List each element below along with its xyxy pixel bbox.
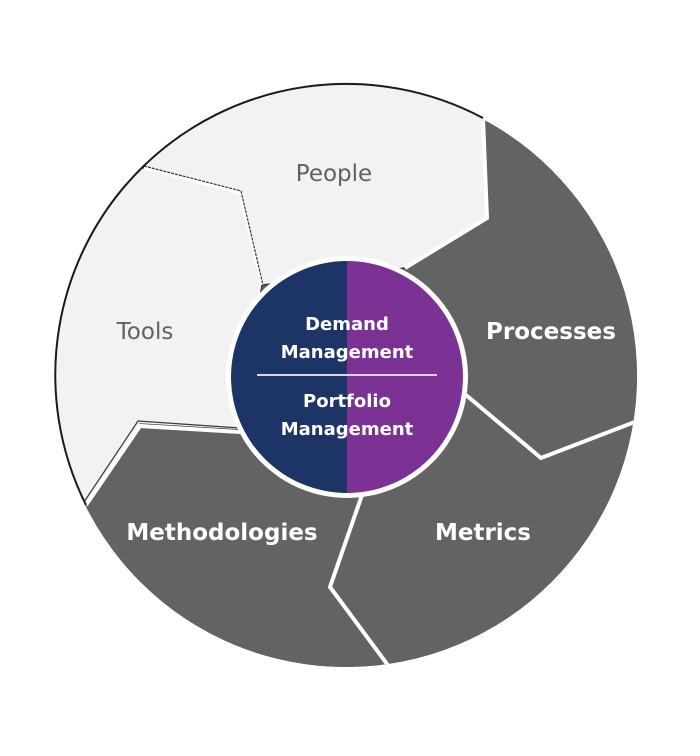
label-methodologies: Methodologies — [126, 520, 317, 546]
divider-tools-people-outline — [143, 165, 264, 286]
outer-outline — [54, 82, 484, 506]
label-people: People — [296, 161, 372, 187]
divider-methodologies-tools-outline — [83, 420, 241, 503]
divider-tools-people — [143, 166, 264, 286]
center-bottom-line1: Portfolio — [303, 391, 391, 412]
label-metrics: Metrics — [435, 520, 531, 546]
center-bottom-line2: Management — [281, 419, 414, 440]
divider-people-processes — [403, 117, 490, 270]
divider-methodologies-tools — [84, 423, 241, 507]
label-processes: Processes — [486, 319, 616, 345]
divider-metrics-methodologies — [327, 494, 392, 667]
center-top-line2: Management — [281, 342, 414, 363]
label-tools: Tools — [116, 319, 174, 345]
divider-processes-metrics — [464, 393, 637, 461]
center-hub[interactable]: Demand Management Portfolio Management — [226, 256, 469, 498]
center-top-line1: Demand — [305, 314, 389, 335]
